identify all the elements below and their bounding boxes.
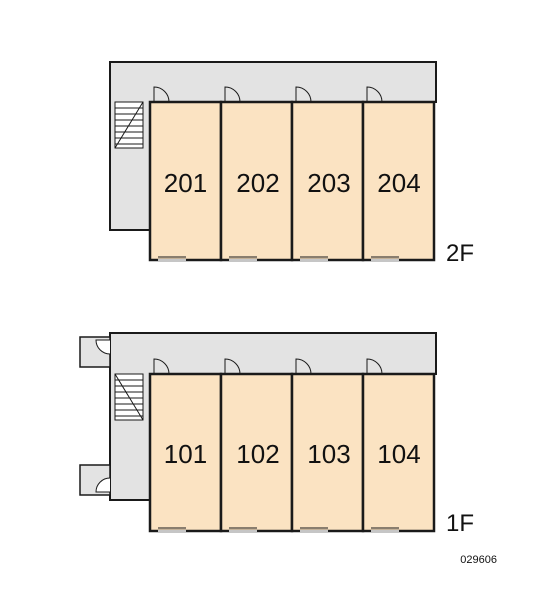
staircase-1f <box>114 373 144 421</box>
floor-2f: 201 202 203 20 <box>109 61 474 267</box>
unit-104: 104 <box>361 358 436 533</box>
unit-number: 101 <box>164 439 207 469</box>
window-102 <box>229 527 257 532</box>
unit-203: 203 <box>290 86 365 262</box>
window-203 <box>300 256 328 261</box>
window-204 <box>371 256 399 261</box>
window-103 <box>300 527 328 532</box>
entrance-door-lower <box>79 464 111 496</box>
staircase-2f <box>114 101 144 149</box>
unit-number: 104 <box>377 439 420 469</box>
floor-label-2f: 2F <box>446 240 474 267</box>
unit-number: 204 <box>377 168 420 198</box>
window-104 <box>371 527 399 532</box>
unit-number: 103 <box>307 439 350 469</box>
unit-number: 202 <box>236 168 279 198</box>
floor-label-1f: 1F <box>446 510 474 537</box>
unit-201: 201 <box>148 86 223 262</box>
window-202 <box>229 256 257 261</box>
unit-number: 201 <box>164 168 207 198</box>
unit-103: 103 <box>290 358 365 533</box>
unit-204: 204 <box>361 86 436 262</box>
floor-1f: 101 102 103 10 <box>79 332 474 537</box>
window-201 <box>158 256 186 261</box>
window-101 <box>158 527 186 532</box>
unit-202: 202 <box>219 86 294 262</box>
unit-102: 102 <box>219 358 294 533</box>
unit-number: 102 <box>236 439 279 469</box>
unit-number: 203 <box>307 168 350 198</box>
unit-101: 101 <box>148 358 223 533</box>
entrance-door-upper <box>79 336 111 368</box>
drawing-code: 029606 <box>460 554 497 566</box>
